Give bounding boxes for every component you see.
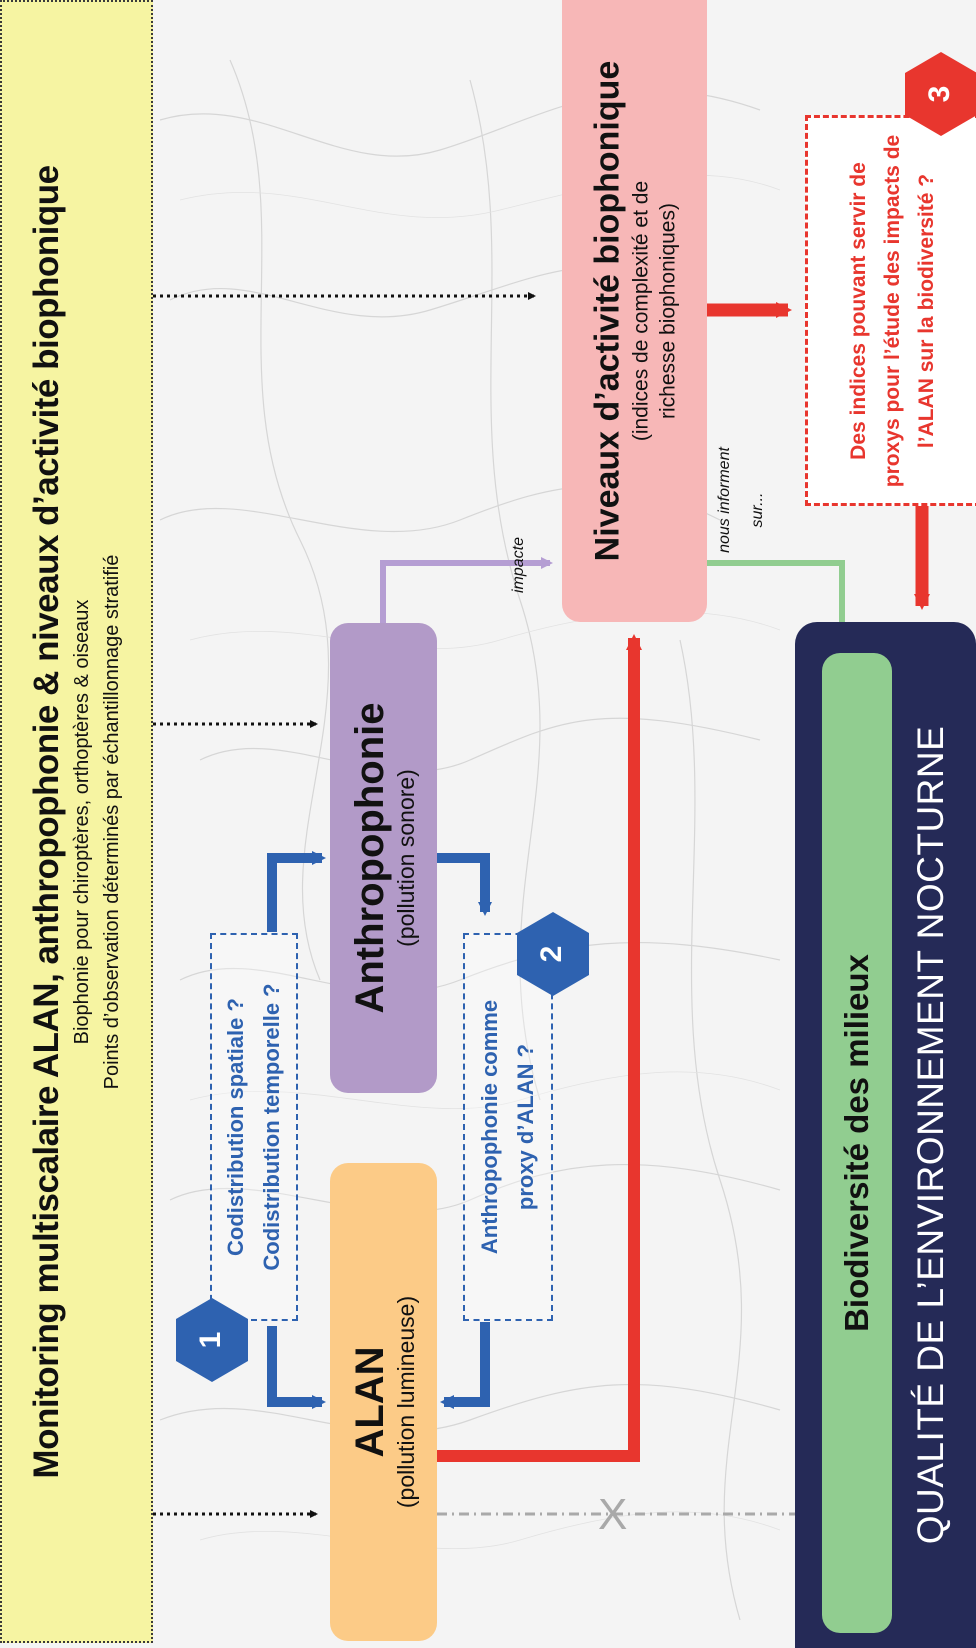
alan-box: ALAN (pollution lumineuse) (330, 1163, 437, 1641)
quality-text: QUALITÉ DE L’ENVIRONNEMENT NOCTURNE (910, 726, 952, 1545)
anthro-text: Anthropophonie (pollution sonore) (348, 702, 420, 1013)
question3-box: Des indices pouvant servir de proxys pou… (805, 115, 976, 506)
monitoring-text: Monitoring multiscalaire ALAN, anthropop… (27, 165, 127, 1478)
blue-arrow-q1-to-alan (267, 1326, 326, 1409)
biodiv-text: Biodiversité des milieux (838, 954, 876, 1332)
green-arrow-biophonie-to-biodiv (707, 560, 848, 643)
informent-label-wrap: nous informent (715, 440, 735, 560)
monitoring-line1: Biophonie pour chiroptères, orthoptères … (70, 599, 93, 1044)
monitoring-box: Monitoring multiscalaire ALAN, anthropop… (0, 0, 153, 1643)
blue-arrow-anthro-to-q2 (437, 853, 492, 916)
impacte-label: impacte (510, 536, 527, 594)
biophonie-subtitle-1: (indices de complexité et de (629, 180, 652, 442)
blue-arrow-q1-to-anthro (267, 851, 326, 932)
question2-box: Anthropophonie comme proxy d’ALAN ? (463, 933, 553, 1321)
anthro-title: Anthropophonie (347, 702, 392, 1014)
monitoring-title: Monitoring multiscalaire ALAN, anthropop… (26, 164, 66, 1479)
quality-title: QUALITÉ DE L’ENVIRONNEMENT NOCTURNE (910, 725, 951, 1545)
question2-text: Anthropophonie comme proxy d’ALAN ? (472, 1000, 544, 1254)
question3-text-wrap: Des indices pouvant servir de proxys pou… (842, 125, 944, 496)
impacte-label-wrap: impacte (509, 525, 529, 605)
question2-line2: proxy d’ALAN ? (513, 1043, 538, 1211)
question1-line2: Codistribution temporelle ? (259, 983, 284, 1271)
question1-text: Codistribution spatiale ? Codistribution… (218, 983, 290, 1270)
blue-arrow-q2-to-alan (440, 1322, 490, 1409)
biophonie-title: Niveaux d’activité biophonique (588, 60, 626, 562)
question2-line1: Anthropophonie comme (477, 999, 502, 1255)
red-arrow-alan-to-biophonie (437, 634, 642, 1462)
biodiversity-box: Biodiversité des milieux (822, 653, 892, 1633)
purple-arrow-anthro-to-biophonie (380, 557, 553, 623)
sur-label-wrap: sur... (748, 480, 768, 540)
anthropophonie-box: Anthropophonie (pollution sonore) (330, 623, 437, 1093)
anthro-subtitle: (pollution sonore) (392, 769, 419, 947)
question1-box: Codistribution spatiale ? Codistribution… (210, 933, 298, 1321)
alan-text: ALAN (pollution lumineuse) (348, 1296, 420, 1508)
biophonie-box: Niveaux d’activité biophonique (indices … (562, 0, 707, 622)
biophonie-text: Niveaux d’activité biophonique (indices … (588, 61, 681, 562)
question1-line1: Codistribution spatiale ? (223, 998, 248, 1256)
question3-text: Des indices pouvant servir de proxys pou… (847, 134, 938, 487)
biodiversity-title: Biodiversité des milieux (838, 954, 875, 1332)
alan-subtitle: (pollution lumineuse) (392, 1295, 419, 1509)
biophonie-subtitle-2: richesse biophoniques) (656, 203, 679, 419)
no-link-x: X (598, 1490, 628, 1539)
alan-title: ALAN (347, 1346, 392, 1458)
monitoring-line2: Points d’observation déterminés par écha… (100, 554, 123, 1089)
sur-label: sur... (749, 492, 766, 528)
nous-informent-label: nous informent (716, 447, 733, 553)
